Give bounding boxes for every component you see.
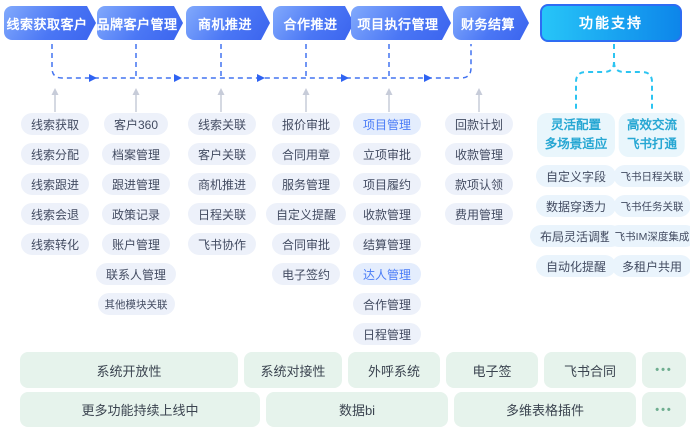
column-cooperation: 报价审批 合同用章 服务管理 自定义提醒 合同审批 电子签约 [265, 113, 347, 293]
flow-step-lead-acquisition: 线索获取客户 [4, 6, 96, 40]
support-header-line: 灵活配置 [550, 118, 602, 133]
arrow-right-icon [341, 74, 349, 82]
feature-pill: 飞书任务关联 [613, 195, 690, 217]
feature-pill: 款项认领 [444, 173, 514, 195]
feature-pill: 服务管理 [271, 173, 341, 195]
flow-step-brand-customer-mgmt: 品牌客户管理 [97, 6, 183, 40]
support-group-header: 灵活配置 多场景适应 [536, 113, 616, 157]
capability-feishu-contract: 飞书合同 [544, 352, 636, 388]
feature-pill: 收款管理 [444, 143, 514, 165]
feature-pill: 账户管理 [101, 233, 171, 255]
feature-pill: 布局灵活调整 [529, 225, 623, 247]
capability-e-sign: 电子签 [446, 352, 538, 388]
feature-pill: 回款计划 [444, 113, 514, 135]
support-header-line: 多场景适应 [544, 137, 608, 151]
support-group-header: 高效交流 飞书打通 [618, 113, 686, 157]
feature-pill: 飞书协作 [187, 233, 257, 255]
feature-pill: 线索会退 [20, 203, 90, 225]
capability-system-openness: 系统开放性 [20, 352, 238, 388]
feature-pill: 费用管理 [444, 203, 514, 225]
feature-pill: 自定义提醒 [265, 203, 347, 225]
feature-pill: 线索获取 [20, 113, 90, 135]
feature-pill: 跟进管理 [101, 173, 171, 195]
support-button: 功能支持 [540, 4, 682, 42]
column-opportunity: 线索关联 客户关联 商机推进 日程关联 飞书协作 [187, 113, 257, 263]
support-group-flexible-config: 灵活配置 多场景适应 自定义字段 数据穿透力 布局灵活调整 自动化提醒 [529, 113, 623, 285]
feature-pill: 联系人管理 [95, 263, 177, 285]
feature-pill: 合作管理 [352, 293, 422, 315]
feature-pill: 收款管理 [352, 203, 422, 225]
feature-pill: 多租户共用 [611, 255, 690, 277]
feature-pill: 日程关联 [187, 203, 257, 225]
feature-pill: 立项审批 [352, 143, 422, 165]
feature-pill: 结算管理 [352, 233, 422, 255]
feature-pill: 自定义字段 [535, 165, 617, 187]
feature-pill: 飞书IM深度集成 [607, 225, 690, 247]
more-ellipsis-icon: ••• [642, 392, 686, 427]
feature-pill: 合同审批 [271, 233, 341, 255]
feature-pill: 其他模块关联 [97, 293, 175, 315]
support-header-line: 高效交流 [626, 118, 678, 133]
feature-pill-highlighted: 达人管理 [352, 263, 422, 285]
flow-step-project-execution: 项目执行管理 [351, 6, 451, 40]
feature-pill: 档案管理 [101, 143, 171, 165]
feature-pill: 自动化提醒 [535, 255, 617, 277]
feature-pill: 报价审批 [271, 113, 341, 135]
column-project: 项目管理 立项审批 项目履约 收款管理 结算管理 达人管理 合作管理 日程管理 [352, 113, 422, 353]
feature-pill: 项目履约 [352, 173, 422, 195]
feature-pill-highlighted: 项目管理 [352, 113, 422, 135]
feature-pill: 线索分配 [20, 143, 90, 165]
capability-data-bi: 数据bi [266, 392, 448, 427]
column-finance: 回款计划 收款管理 款项认领 费用管理 [444, 113, 514, 233]
flow-step-opportunity-advance: 商机推进 [186, 6, 270, 40]
feature-pill: 合同用章 [271, 143, 341, 165]
feature-pill: 商机推进 [187, 173, 257, 195]
flow-connector-loop [51, 44, 472, 79]
feature-pill: 数据穿透力 [535, 195, 617, 217]
flow-step-finance-settlement: 财务结算 [453, 6, 529, 40]
capability-outbound-call: 外呼系统 [348, 352, 440, 388]
feature-pill: 政策记录 [101, 203, 171, 225]
feature-pill: 线索转化 [20, 233, 90, 255]
capability-system-docking: 系统对接性 [244, 352, 342, 388]
column-customer: 客户360 档案管理 跟进管理 政策记录 账户管理 联系人管理 其他模块关联 [95, 113, 177, 323]
feature-pill: 线索关联 [187, 113, 257, 135]
capability-multidim-table: 多维表格插件 [454, 392, 636, 427]
feature-pill: 客户关联 [187, 143, 257, 165]
capability-row-1: 系统开放性 系统对接性 外呼系统 电子签 飞书合同 ••• [20, 352, 686, 388]
arrow-right-icon [257, 74, 265, 82]
flow-step-cooperation-advance: 合作推进 [273, 6, 354, 40]
capability-more-features: 更多功能持续上线中 [20, 392, 260, 427]
feature-pill: 客户360 [103, 113, 169, 135]
feature-pill: 电子签约 [271, 263, 341, 285]
feature-pill: 飞书日程关联 [613, 165, 690, 187]
arrow-right-icon [89, 74, 97, 82]
support-header-line: 飞书打通 [626, 137, 678, 151]
column-connectors [54, 95, 480, 112]
arrow-right-icon [174, 74, 182, 82]
more-ellipsis-icon: ••• [642, 352, 686, 388]
arrow-up-icons [51, 88, 483, 95]
arrow-right-icon [424, 74, 432, 82]
support-connector [575, 44, 653, 112]
support-group-feishu-integration: 高效交流 飞书打通 飞书日程关联 飞书任务关联 飞书IM深度集成 多租户共用 [607, 113, 690, 285]
feature-pill: 日程管理 [352, 323, 422, 345]
column-lead: 线索获取 线索分配 线索跟进 线索会退 线索转化 [20, 113, 90, 263]
feature-pill: 线索跟进 [20, 173, 90, 195]
capability-row-2: 更多功能持续上线中 数据bi 多维表格插件 ••• [20, 392, 686, 427]
